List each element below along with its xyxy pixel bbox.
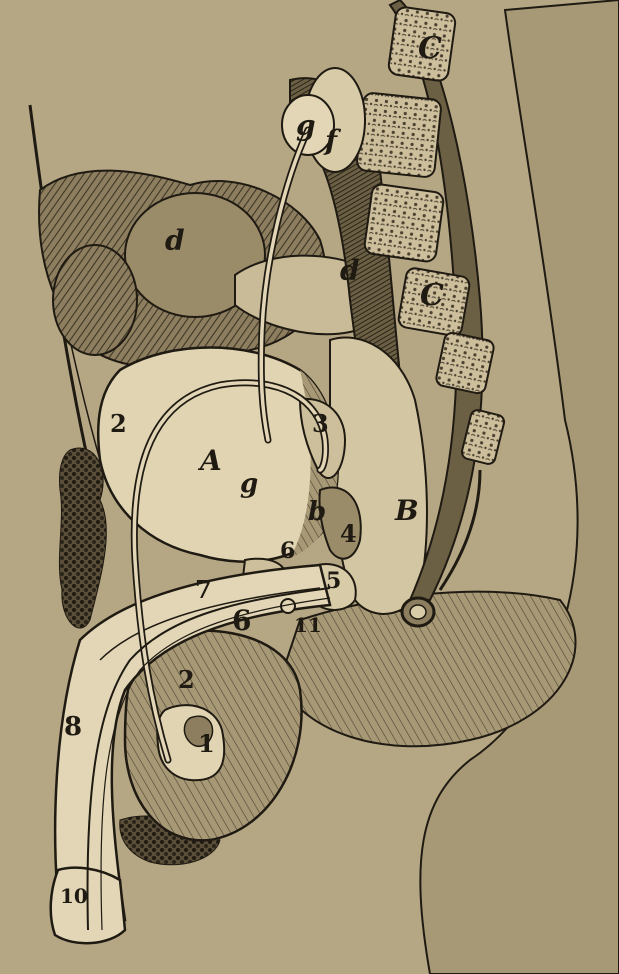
vertebra-3 <box>363 183 444 262</box>
label-g-lower: g <box>240 469 258 499</box>
label-2-upper: 2 <box>110 409 127 438</box>
label-C-upper: C <box>418 31 442 66</box>
label-8: 8 <box>64 712 82 742</box>
label-d-right: d <box>340 254 360 287</box>
label-B: B <box>394 494 419 527</box>
label-A: A <box>197 444 222 477</box>
anus-inner <box>410 605 426 619</box>
label-d-left: d <box>165 224 185 257</box>
label-5: 5 <box>326 568 341 594</box>
label-2-lower: 2 <box>178 665 195 694</box>
label-C-lower: C <box>420 278 444 313</box>
intestine-loop-small <box>53 245 137 355</box>
label-7: 7 <box>195 575 212 604</box>
label-g-upper: g <box>296 109 316 142</box>
label-6-upper: 6 <box>280 538 295 564</box>
label-10: 10 <box>60 884 88 908</box>
label-4: 4 <box>340 519 357 548</box>
label-11: 11 <box>294 613 322 637</box>
label-1: 1 <box>198 729 215 758</box>
label-3: 3 <box>312 409 329 438</box>
vertebra-5 <box>435 331 495 394</box>
label-b: b <box>308 497 326 527</box>
vertebra-2 <box>356 92 442 178</box>
label-6-lower: 6 <box>232 604 251 637</box>
